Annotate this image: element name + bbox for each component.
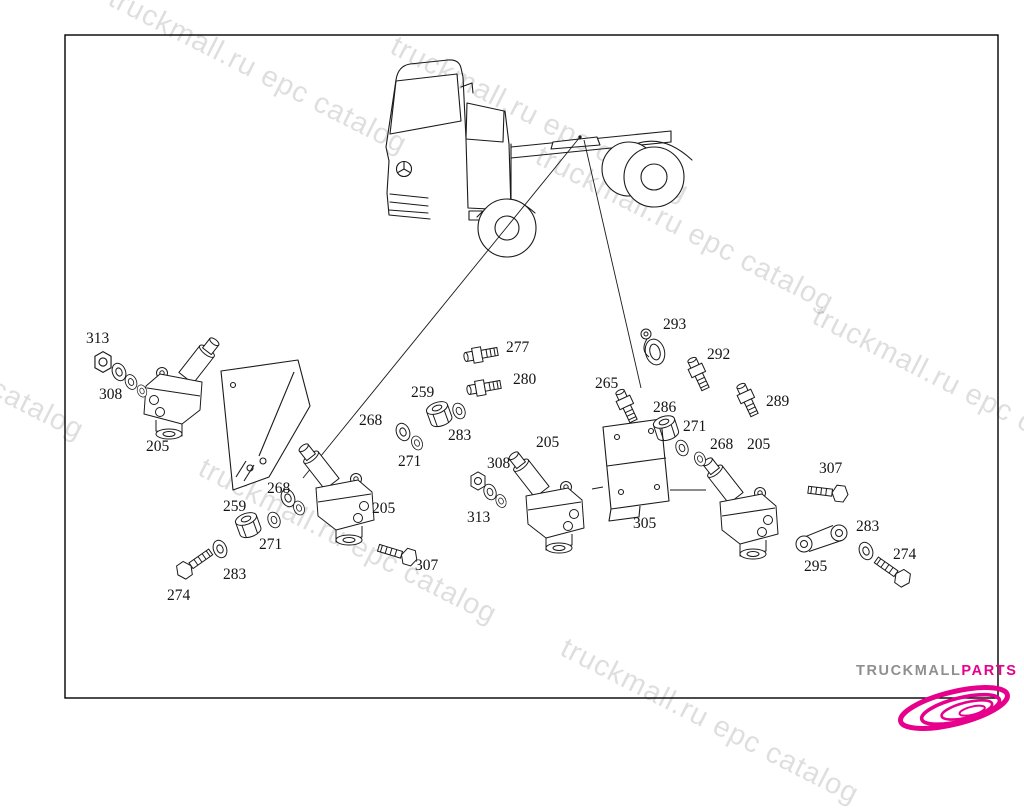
fitting-292 xyxy=(683,354,713,393)
valve-assembly-left xyxy=(143,333,224,440)
ring-293 xyxy=(644,338,666,366)
logo-swirl-icon xyxy=(897,685,1011,731)
diagram-frame xyxy=(64,34,999,699)
leader-lines xyxy=(302,136,706,491)
bolt-307-mid xyxy=(375,539,420,568)
link-295 xyxy=(795,524,848,553)
fitting-289 xyxy=(732,380,762,419)
washer-271-right xyxy=(673,437,691,459)
washer-283-mid xyxy=(210,537,230,561)
valve-core-259 xyxy=(424,398,455,430)
fitting-277 xyxy=(462,343,500,366)
mounting-bracket xyxy=(220,359,311,491)
mounting-plate-305 xyxy=(602,418,670,522)
valve-assembly-right xyxy=(698,453,779,560)
fitting-280 xyxy=(465,376,503,399)
bolt-274-right xyxy=(871,552,915,590)
truck-sketch xyxy=(385,59,693,258)
washer-283-right xyxy=(856,539,876,563)
valve-assembly-center xyxy=(504,447,585,554)
brand-logo: TRUCKMALLPARTS xyxy=(856,663,1024,742)
washer-271 xyxy=(409,433,425,453)
washer-268 xyxy=(393,420,413,444)
bolt-274-left xyxy=(172,544,216,582)
fitting-265 xyxy=(611,386,641,425)
nut-313-left xyxy=(94,351,112,373)
washer-283 xyxy=(450,400,468,422)
logo-text-gray: TRUCKMALL xyxy=(856,663,962,679)
logo-text-accent: PARTS xyxy=(961,663,1018,679)
logo-text: TRUCKMALLPARTS xyxy=(856,663,1024,679)
valve-assembly-mid xyxy=(294,439,375,546)
small-parts xyxy=(94,328,915,590)
washer-271-mid xyxy=(265,509,283,531)
nut-313-center xyxy=(470,471,486,491)
bolt-307-right xyxy=(806,481,850,504)
valve-core-259-mid xyxy=(233,509,264,541)
diagram-art xyxy=(64,34,999,699)
